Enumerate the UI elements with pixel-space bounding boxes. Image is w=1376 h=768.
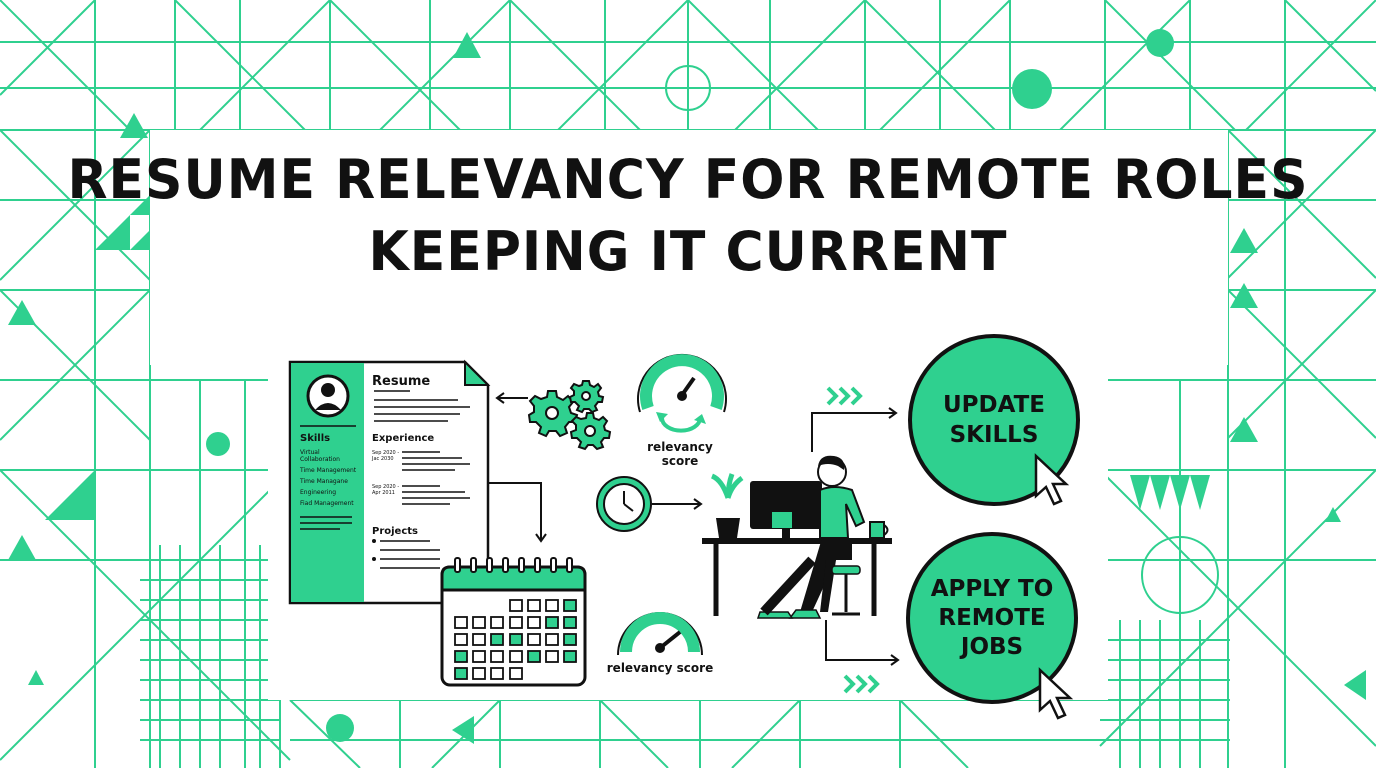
cursor-icon	[1034, 453, 1070, 506]
calendar-icon	[440, 557, 587, 687]
gauge-icon	[637, 353, 727, 433]
relevancy-score-label: relevancy score	[606, 661, 714, 675]
clock-icon	[596, 476, 652, 532]
relevancy-score-label: relevancy score	[647, 440, 713, 468]
update-skills-label: UPDATE SKILLS	[942, 392, 1046, 448]
skill-item: Virtual Collaboration	[300, 449, 340, 463]
resume-document	[288, 359, 491, 605]
gauge-icon	[617, 612, 703, 656]
experience-date: Sep 2020 - Apr 2011	[372, 484, 400, 496]
title-line-2: KEEPING IT CURRENT	[368, 220, 1008, 284]
chevrons-icon	[826, 386, 880, 694]
gear-icon	[527, 380, 612, 451]
flow-arrows	[488, 392, 900, 666]
person-figure	[756, 455, 866, 619]
title-line-1: RESUME RELEVANCY FOR REMOTE ROLES	[67, 148, 1309, 212]
apply-remote-jobs-label: APPLY TO REMOTE JOBS	[930, 575, 1054, 660]
desk-scene	[702, 455, 892, 619]
mug-icon	[869, 521, 889, 539]
monitor-icon	[750, 481, 822, 538]
refresh-icon	[656, 412, 706, 433]
skill-item: Engineering	[300, 489, 336, 496]
cursor-icon	[1038, 667, 1074, 720]
experience-date: Sep 2020 - Jac 2030	[372, 450, 400, 462]
resume-heading: Resume	[372, 374, 431, 389]
projects-heading: Projects	[372, 526, 419, 537]
skill-item: Time Managane	[300, 478, 348, 485]
skill-item: Fiad Management	[300, 500, 354, 507]
plant-icon	[710, 473, 744, 538]
person-icon	[306, 374, 350, 418]
skill-item: Time Management	[300, 467, 357, 474]
skills-heading: Skills	[300, 433, 331, 444]
apply-remote-jobs-button[interactable]: APPLY TO REMOTE JOBS	[906, 532, 1078, 704]
title-panel	[150, 130, 1228, 365]
experience-heading: Experience	[372, 433, 435, 444]
